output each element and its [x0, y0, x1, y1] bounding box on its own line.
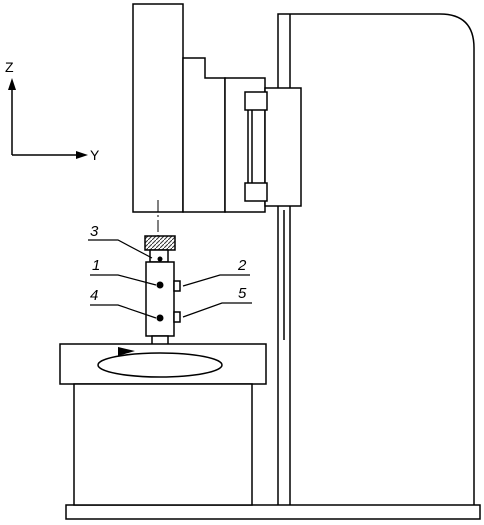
- table-pedestal: [73, 383, 253, 506]
- lower-sensor-point: [156, 314, 164, 322]
- base-plate: [65, 504, 481, 520]
- callout-label-1: 1: [92, 257, 100, 274]
- upper-side-probe: [173, 280, 181, 292]
- callout-leaders: [88, 239, 252, 319]
- y-axis-arrow-icon: [76, 151, 88, 159]
- coordinate-axes: [11, 85, 80, 156]
- spindle-head: [132, 3, 184, 213]
- upper-sensor-point: [156, 281, 164, 289]
- tool-holder-clamp: [144, 235, 176, 251]
- counterclockwise-arrow-icon: [118, 347, 135, 356]
- z-axis-label: Z: [5, 59, 14, 75]
- callout-label-3: 3: [90, 223, 99, 240]
- y-axis-label: Y: [90, 147, 100, 163]
- callout-label-4: 4: [90, 287, 98, 304]
- rotation-path: [97, 352, 223, 378]
- z-axis-arrow-icon: [8, 78, 16, 90]
- machine-column: [277, 13, 475, 505]
- lower-side-probe: [173, 311, 181, 323]
- clamp-sensor-point: [157, 256, 163, 262]
- callout-label-2: 2: [237, 257, 247, 274]
- sensor-mandrel: [145, 261, 175, 349]
- carriage: [182, 57, 302, 213]
- rotary-table: [59, 343, 267, 385]
- callout-label-5: 5: [238, 285, 247, 302]
